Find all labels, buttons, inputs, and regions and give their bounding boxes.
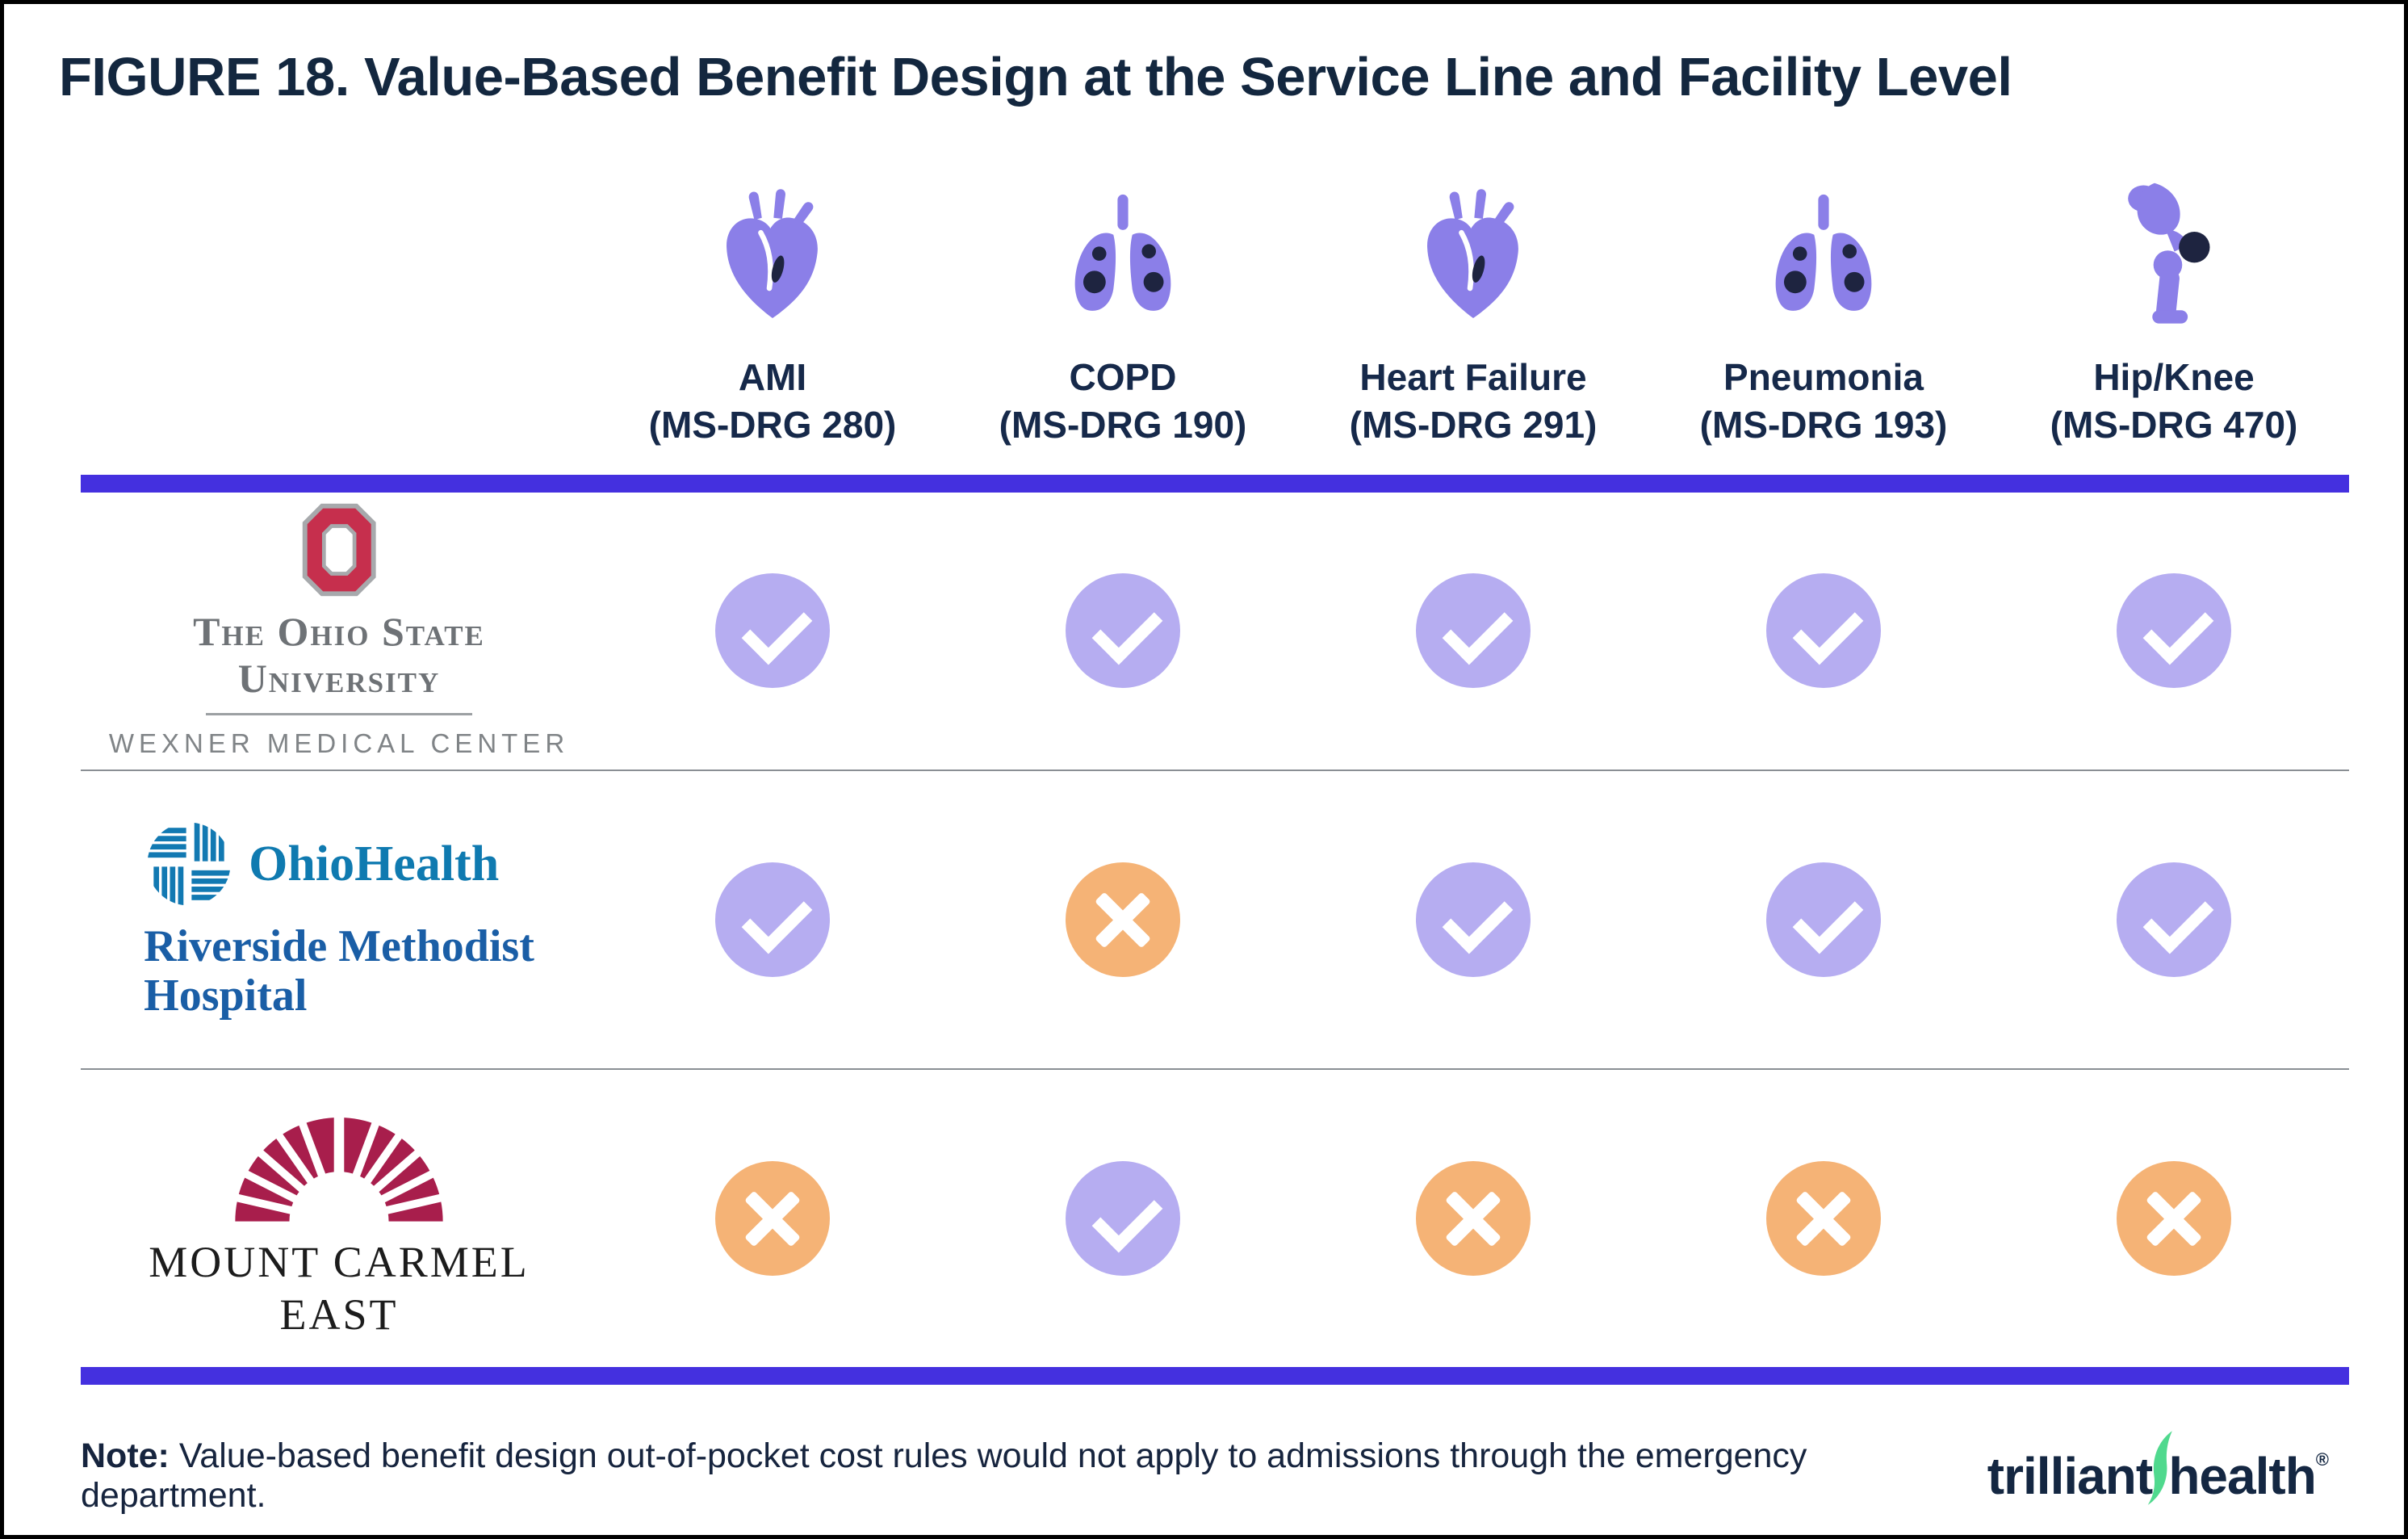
osu-line3: WEXNER MEDICAL CENTER xyxy=(108,728,570,759)
facility-rows: The Ohio State University WEXNER MEDICAL… xyxy=(4,493,2404,1367)
table-row-osu-wexner: The Ohio State University WEXNER MEDICAL… xyxy=(81,493,2349,770)
table-cell xyxy=(715,1160,830,1276)
column-label: Hip/Knee (MS-DRG 470) xyxy=(2050,354,2298,449)
column-label: Pneumonia (MS-DRG 193) xyxy=(1700,354,1948,449)
column-drg: (MS-DRG 280) xyxy=(648,403,897,446)
table-cell xyxy=(1416,1160,1531,1276)
column-hip-knee: Hip/Knee (MS-DRG 470) xyxy=(1999,171,2349,475)
column-name: Hip/Knee xyxy=(2093,356,2255,398)
result-mark xyxy=(1766,862,1881,977)
result-mark xyxy=(1766,1160,1881,1276)
table-cell xyxy=(1066,573,1180,689)
column-name: Heart Failure xyxy=(1359,356,1587,398)
column-drg: (MS-DRG 193) xyxy=(1699,403,1948,446)
brand-word-health: health xyxy=(2168,1446,2316,1505)
result-mark xyxy=(1066,1160,1180,1276)
mount-carmel-line1: MOUNT CARMEL xyxy=(149,1238,530,1287)
osu-block-o-icon xyxy=(302,504,376,597)
column-drg: (MS-DRG 470) xyxy=(2050,403,2298,446)
note-label: Note: xyxy=(81,1436,170,1475)
result-mark xyxy=(1066,862,1180,977)
ohiohealth-wordmark: OhioHealth xyxy=(249,836,500,891)
table-bottom-rule xyxy=(81,1366,2349,1385)
table-cell xyxy=(715,862,830,977)
column-label: AMI (MS-DRG 280) xyxy=(649,354,897,449)
column-name: AMI xyxy=(738,356,807,398)
osu-line2: University xyxy=(237,655,441,701)
osu-line1: The Ohio State xyxy=(193,609,485,655)
table-cell xyxy=(1066,1160,1180,1276)
result-mark xyxy=(1416,862,1531,977)
swoosh-icon xyxy=(2147,1430,2172,1505)
figure-title: FIGURE 18. Value-Based Benefit Design at… xyxy=(59,47,2012,107)
column-pneumonia: Pneumonia (MS-DRG 193) xyxy=(1648,171,1999,475)
result-mark xyxy=(715,1160,830,1276)
mount-carmel-east-logo: MOUNT CARMEL EAST xyxy=(149,1095,530,1341)
heart-icon xyxy=(712,171,833,325)
table-row-ohiohealth-riverside: OhioHealth Riverside Methodist Hospital xyxy=(81,769,2349,1068)
table-cell xyxy=(715,573,830,689)
table-cell xyxy=(2117,862,2231,977)
note-text: Value-based benefit design out-of-pocket… xyxy=(81,1436,1807,1515)
column-drg: (MS-DRG 291) xyxy=(1349,403,1598,446)
result-mark xyxy=(1416,573,1531,689)
result-mark xyxy=(2117,1160,2231,1276)
mount-carmel-line2: EAST xyxy=(279,1290,399,1340)
table-cell xyxy=(1766,862,1881,977)
table-cell xyxy=(1416,573,1531,689)
column-heart-failure: Heart Failure (MS-DRG 291) xyxy=(1298,171,1648,475)
table-top-rule xyxy=(81,474,2349,493)
column-copd: COPD (MS-DRG 190) xyxy=(948,171,1298,475)
column-drg: (MS-DRG 190) xyxy=(999,403,1247,446)
brand-word-trilliant: trilliant xyxy=(1987,1446,2153,1505)
ohiohealth-hospital-line1: Riverside Methodist xyxy=(144,921,534,972)
figure-note: Note: Value-based benefit design out-of-… xyxy=(81,1436,1987,1516)
hip-joint-icon xyxy=(2121,171,2227,325)
column-ami: AMI (MS-DRG 280) xyxy=(597,171,948,475)
column-name: COPD xyxy=(1069,356,1177,398)
lungs-icon xyxy=(1052,171,1194,325)
header-corner-cell xyxy=(81,171,597,475)
footer: Note: Value-based benefit design out-of-… xyxy=(81,1430,2329,1516)
result-mark xyxy=(1066,573,1180,689)
column-label: Heart Failure (MS-DRG 291) xyxy=(1350,354,1598,449)
osu-wexner-logo: The Ohio State University WEXNER MEDICAL… xyxy=(109,502,569,759)
result-mark xyxy=(1766,573,1881,689)
registered-mark: ® xyxy=(2315,1449,2329,1470)
table-cell xyxy=(1766,573,1881,689)
column-label: COPD (MS-DRG 190) xyxy=(999,354,1247,449)
mount-carmel-arch-icon xyxy=(221,1101,457,1228)
result-mark xyxy=(715,573,830,689)
result-mark xyxy=(2117,862,2231,977)
table-row-mount-carmel-east: MOUNT CARMEL EAST xyxy=(81,1067,2349,1367)
result-mark xyxy=(2117,573,2231,689)
table-cell xyxy=(2117,573,2231,689)
trilliant-health-logo: trilliant health ® xyxy=(1987,1430,2329,1506)
heart-icon xyxy=(1413,171,1534,325)
table-cell xyxy=(1066,862,1180,977)
column-name: Pneumonia xyxy=(1723,356,1924,398)
ohiohealth-riverside-logo: OhioHealth Riverside Methodist Hospital xyxy=(144,819,534,1020)
table-cell xyxy=(1766,1160,1881,1276)
table-cell xyxy=(2117,1160,2231,1276)
result-mark xyxy=(1416,1160,1531,1276)
table-cell xyxy=(1416,862,1531,977)
ohiohealth-hospital-line2: Hospital xyxy=(144,970,308,1021)
lungs-icon xyxy=(1753,171,1895,325)
column-header-row: AMI (MS-DRG 280) COPD (MS-DRG 190) xyxy=(81,171,2349,475)
ohiohealth-mark-icon xyxy=(147,822,231,906)
result-mark xyxy=(715,862,830,977)
osu-divider xyxy=(205,713,472,716)
